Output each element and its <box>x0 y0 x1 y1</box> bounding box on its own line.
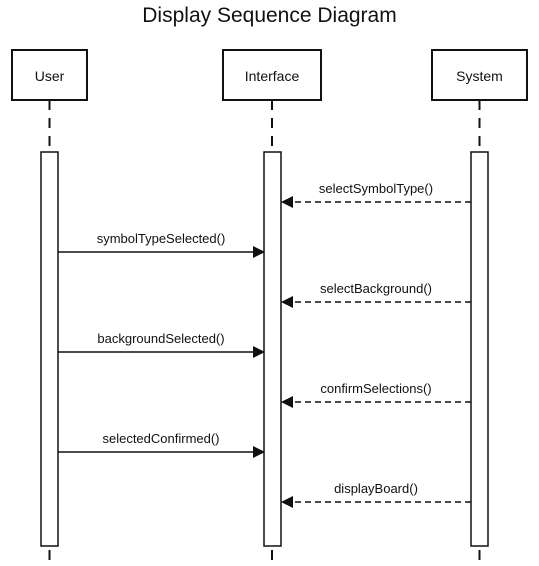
participant-system: System <box>431 49 528 566</box>
message-selected-confirmed: selectedConfirmed() <box>58 431 265 458</box>
participant-interface: Interface <box>222 49 322 566</box>
participant-interface-label: Interface <box>245 68 300 84</box>
message-background-selected: backgroundSelected() <box>58 331 265 358</box>
message-label: selectedConfirmed() <box>102 431 219 446</box>
message-display-board: displayBoard() <box>281 481 471 508</box>
message-label: symbolTypeSelected() <box>97 231 226 246</box>
system-activation-bar <box>470 151 489 547</box>
message-label: displayBoard() <box>334 481 418 496</box>
participant-user-box <box>11 49 88 101</box>
participant-user-label: User <box>35 68 65 84</box>
message-confirm-selections: confirmSelections() <box>281 381 471 408</box>
message-symbol-type-selected: symbolTypeSelected() <box>58 231 265 258</box>
message-label: selectBackground() <box>320 281 432 296</box>
message-label: confirmSelections() <box>320 381 431 396</box>
message-label: backgroundSelected() <box>97 331 224 346</box>
participant-user: User <box>11 49 88 566</box>
diagram-title: Display Sequence Diagram <box>142 4 396 27</box>
participant-system-label: System <box>456 68 503 84</box>
message-select-background: selectBackground() <box>281 281 471 308</box>
message-label: selectSymbolType() <box>319 181 433 196</box>
participant-interface-box <box>222 49 322 101</box>
user-activation-bar <box>40 151 59 547</box>
message-select-symbol-type: selectSymbolType() <box>281 181 471 208</box>
interface-activation-bar <box>263 151 282 547</box>
